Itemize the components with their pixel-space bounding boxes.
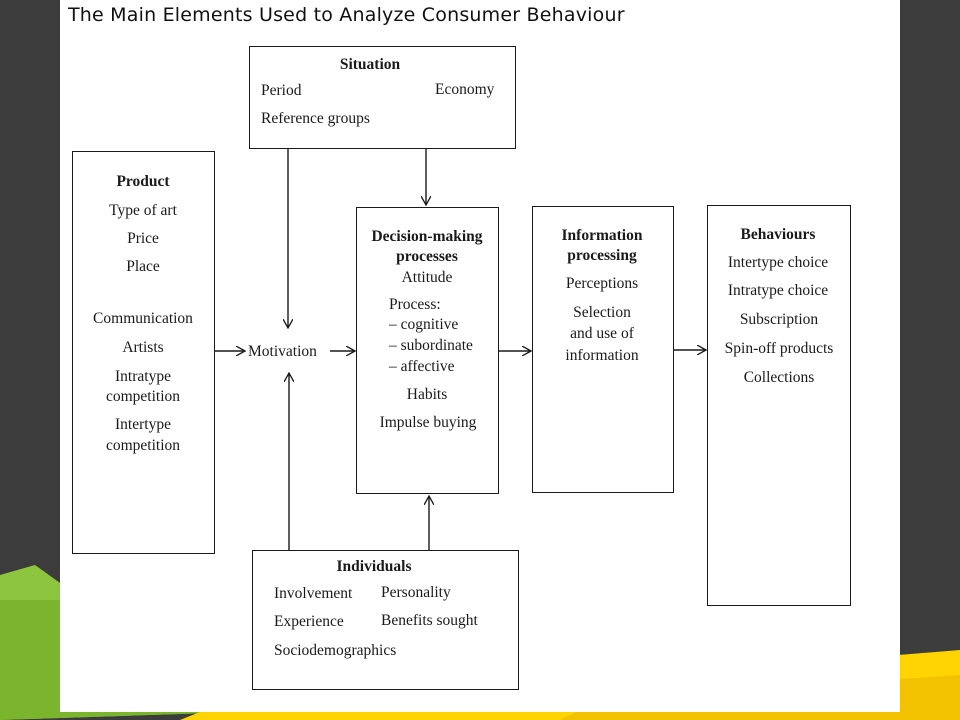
product-item: Price (127, 230, 159, 247)
behaviours-item: Collections (743, 369, 815, 386)
individuals-heading: Individuals (336, 558, 412, 575)
decision-item: Attitude (401, 269, 453, 286)
product-item: competition (105, 437, 181, 454)
information-item: information (565, 347, 639, 364)
individuals-box (252, 550, 519, 690)
product-item: Communication (93, 310, 193, 327)
individuals-item: Experience (274, 613, 344, 630)
behaviours-item: Subscription (739, 311, 819, 328)
product-item: Intratype (115, 368, 171, 385)
decision-making-box (356, 207, 499, 494)
situation-item: Economy (435, 81, 495, 98)
individuals-item: Sociodemographics (274, 642, 397, 659)
product-heading: Product (116, 173, 170, 190)
situation-item: Reference groups (261, 110, 370, 127)
information-heading-line2: processing (567, 247, 637, 264)
behaviours-box (707, 205, 851, 606)
product-item: competition (105, 388, 181, 405)
information-heading-line1: Information (561, 227, 643, 244)
behaviours-item: Spin-off products (724, 340, 834, 357)
individuals-item: Involvement (274, 585, 353, 602)
decision-item: Process: (389, 296, 441, 313)
information-processing-box (532, 206, 674, 493)
information-item: Perceptions (565, 275, 639, 292)
behaviours-heading: Behaviours (740, 226, 816, 243)
decision-item: Impulse buying (379, 414, 477, 431)
behaviours-item: Intertype choice (727, 254, 829, 271)
product-item: Intertype (115, 416, 171, 433)
decision-heading-line2: processes (396, 248, 458, 265)
individuals-item: Personality (381, 584, 451, 601)
decision-item: – subordinate (389, 337, 473, 354)
motivation-label: Motivation (248, 343, 317, 360)
product-item: Place (126, 258, 160, 275)
product-item: Type of art (109, 202, 177, 219)
individuals-item: Benefits sought (381, 612, 478, 629)
information-item: and use of (570, 325, 634, 342)
decision-item: – cognitive (389, 316, 459, 333)
diagram-page (60, 0, 900, 712)
product-item: Artists (122, 339, 164, 356)
decision-heading-line1: Decision-making (371, 228, 483, 245)
situation-box (249, 46, 516, 149)
diagram-title: The Main Elements Used to Analyze Consum… (68, 4, 625, 26)
situation-item: Period (261, 82, 302, 99)
decision-item: – affective (389, 358, 455, 375)
product-box (72, 151, 215, 554)
situation-heading: Situation (339, 56, 401, 73)
behaviours-item: Intratype choice (727, 282, 829, 299)
decision-item: Habits (406, 386, 448, 403)
information-item: Selection (573, 304, 631, 321)
